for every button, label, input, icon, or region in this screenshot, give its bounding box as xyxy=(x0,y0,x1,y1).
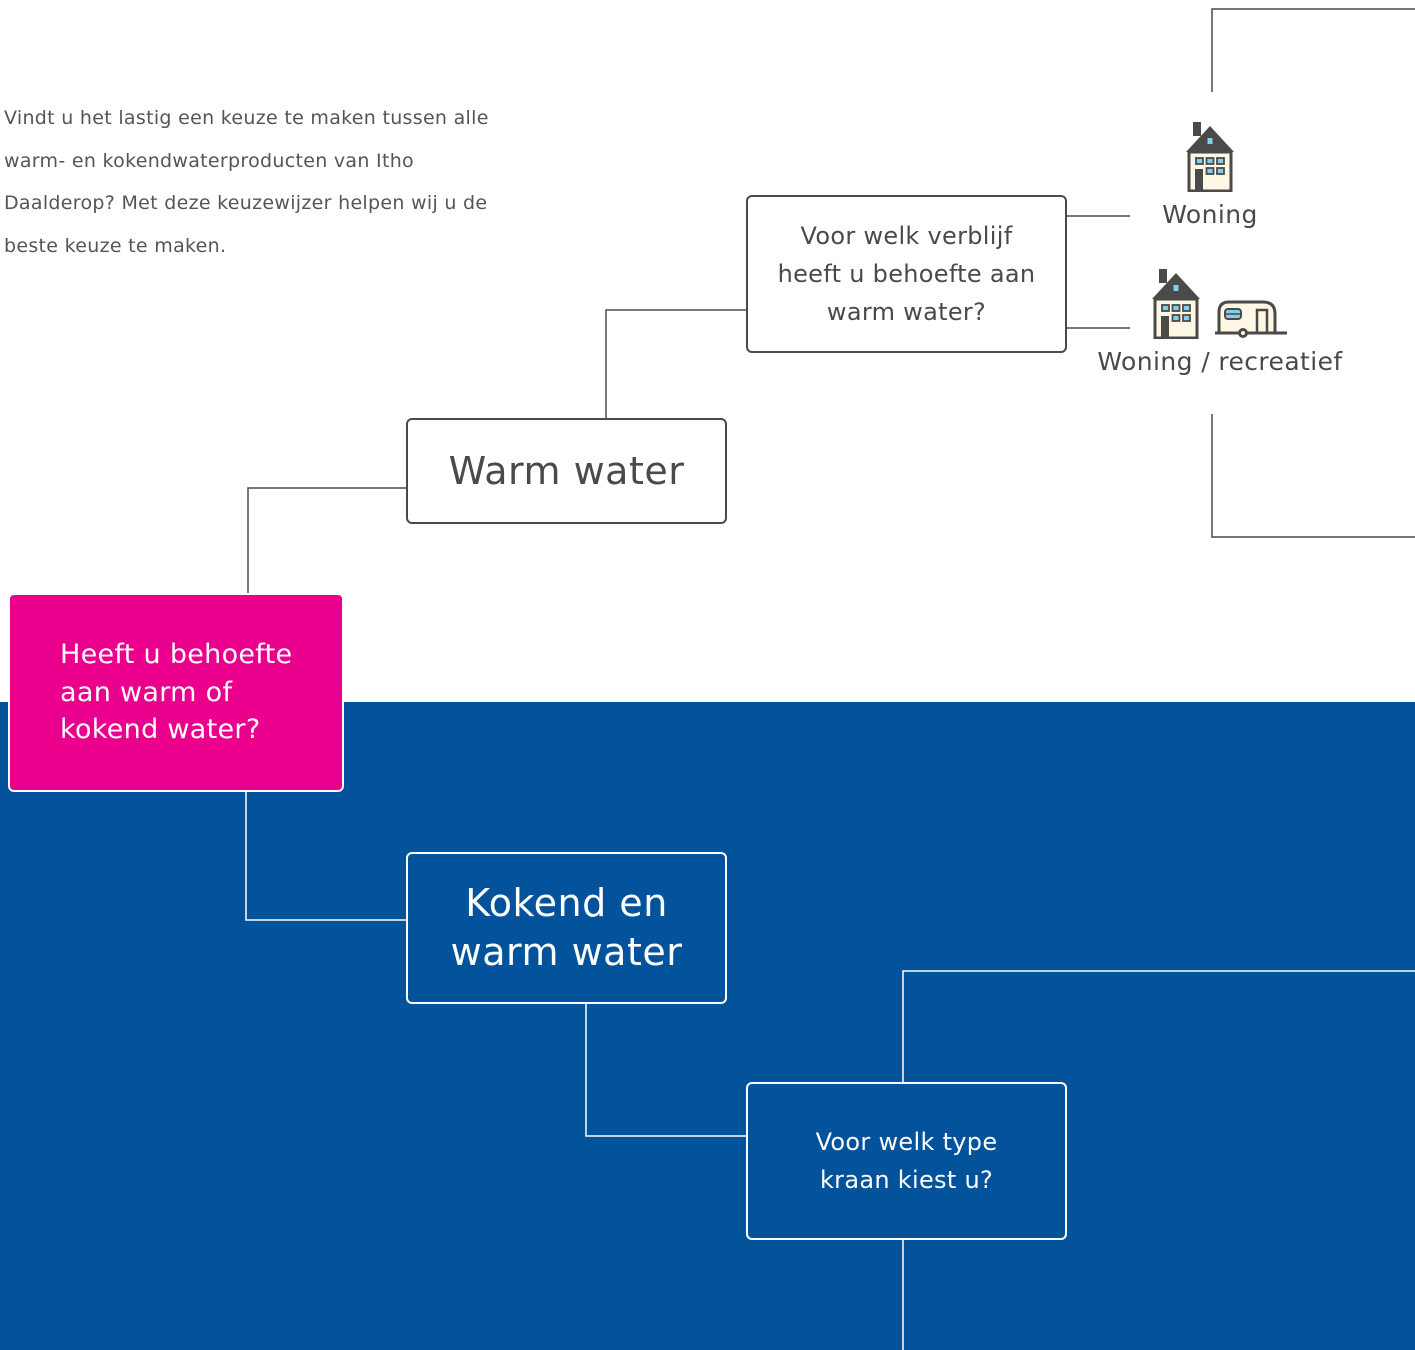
start-question-label: Heeft u behoefte aan warm of kokend wate… xyxy=(60,639,293,746)
caravan-icon xyxy=(1215,300,1287,338)
house-icon xyxy=(1186,122,1234,192)
woning-recreatief-label: Woning / recreatief xyxy=(1097,347,1343,376)
woning-option[interactable]: Woning xyxy=(1150,118,1270,229)
connector-bottom-right xyxy=(1211,414,1415,538)
connector-start-to-kokend xyxy=(245,792,406,921)
warm-water-option[interactable]: Warm water xyxy=(406,418,727,524)
connector-warm-to-verblijf xyxy=(605,309,746,418)
connector-top-right xyxy=(1211,8,1415,92)
connector-kraan-to-right xyxy=(902,970,1415,1082)
connector-start-to-warm xyxy=(247,487,406,593)
woning-recreatief-option[interactable]: Woning / recreatief xyxy=(1090,265,1350,376)
kraan-question-label: Voor welk type kraan kiest u? xyxy=(815,1128,998,1194)
connector-kokend-to-kraan xyxy=(585,1004,746,1137)
house-icon xyxy=(1152,269,1200,339)
woning-label: Woning xyxy=(1162,200,1258,229)
verblijf-question-label: Voor welk verblijf heeft u behoefte aan … xyxy=(777,222,1036,326)
kraan-question-box: Voor welk type kraan kiest u? xyxy=(746,1082,1067,1240)
start-question-box: Heeft u behoefte aan warm of kokend wate… xyxy=(8,593,344,792)
intro-text: Vindt u het lastig een keuze te maken tu… xyxy=(4,107,489,257)
kokend-water-label: Kokend en warm water xyxy=(450,881,683,974)
kokend-water-option[interactable]: Kokend en warm water xyxy=(406,852,727,1004)
verblijf-question-box: Voor welk verblijf heeft u behoefte aan … xyxy=(746,195,1067,353)
blue-section-background xyxy=(0,702,1415,1350)
warm-water-label: Warm water xyxy=(448,449,685,493)
